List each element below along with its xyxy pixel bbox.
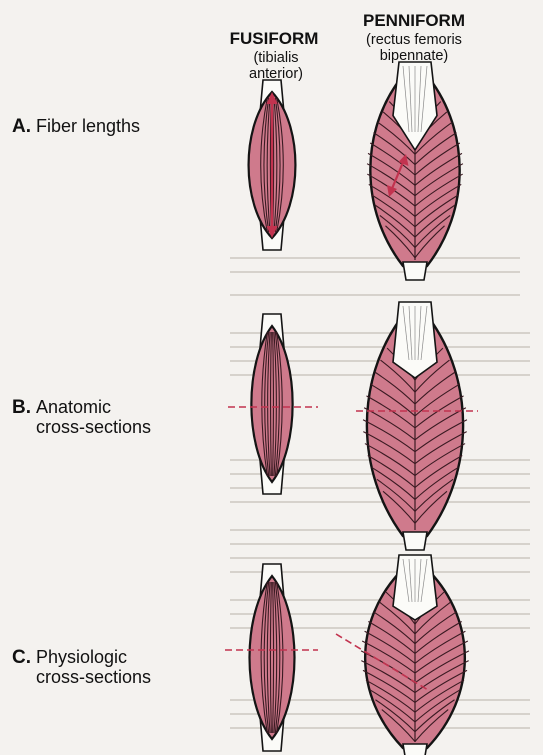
row-label-anatomic-cross-sections: B. Anatomic cross-sections <box>12 397 151 437</box>
penniform-muscle-row-b <box>363 302 467 550</box>
row-c-text-line-2: cross-sections <box>36 667 151 687</box>
tendon-bottom <box>403 532 427 550</box>
muscle-belly <box>251 326 292 482</box>
row-label-physiologic-cross-sections: C. Physiologic cross-sections <box>12 647 151 687</box>
tendon-bottom <box>403 744 427 755</box>
fusiform-muscle-row-b <box>251 314 292 494</box>
row-c-text-line-1: Physiologic <box>36 647 127 667</box>
fusiform-subtitle-line-1: (tibialis <box>253 50 298 66</box>
penniform-title: PENNIFORM <box>363 11 465 30</box>
row-a-letter: A. <box>12 116 31 137</box>
column-header-fusiform: FUSIFORM (tibialis anterior) <box>230 29 319 82</box>
row-c-letter: C. <box>12 647 31 668</box>
row-b-text-line-1: Anatomic <box>36 397 111 417</box>
row-b-text-line-2: cross-sections <box>36 417 151 437</box>
row-b-letter: B. <box>12 397 31 418</box>
fusiform-title: FUSIFORM <box>230 29 319 48</box>
penniform-muscle-row-c <box>361 555 469 755</box>
tendon-bottom <box>403 262 427 280</box>
penniform-muscle-row-a <box>367 62 463 280</box>
penniform-subtitle-line-1: (rectus femoris <box>366 32 462 48</box>
row-a-text-line-1: Fiber lengths <box>36 116 140 136</box>
row-label-fiber-lengths: A. Fiber lengths <box>12 116 140 137</box>
column-header-penniform: PENNIFORM (rectus femoris bipennate) <box>363 11 465 64</box>
fusiform-muscle-row-c <box>250 564 295 751</box>
